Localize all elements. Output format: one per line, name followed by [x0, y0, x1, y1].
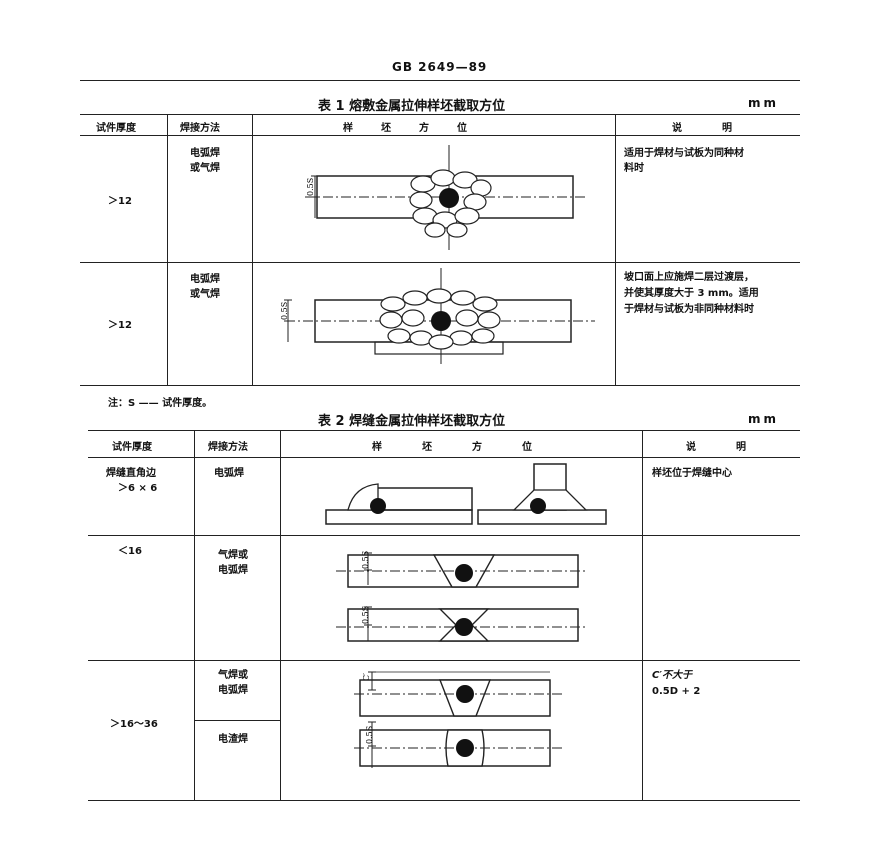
table2-row3-dim-label: 0.5S: [365, 726, 374, 744]
table2-row1-thickness-2: ＞6 × 6: [118, 483, 158, 494]
table2-row1-diagram: [325, 463, 607, 525]
table2-row1-rule: [88, 535, 800, 536]
table2-row2-method-2: 电弧焊: [218, 565, 248, 576]
table1-footnote: 注：S —— 试件厚度。: [108, 398, 213, 409]
table1-row2-method-1: 电弧焊: [190, 274, 220, 285]
table2-row3-note-1: C′不大于: [652, 670, 692, 681]
table1-row2-method-2: 或气焊: [190, 289, 220, 300]
table2-bottom-rule: [88, 800, 800, 801]
table2-row1-note: 样坯位于焊缝中心: [652, 468, 732, 479]
table2-row2-dim-label-a: 0.5S: [361, 551, 370, 569]
table2-row3-dim-c: C′: [362, 673, 371, 681]
table1-col-orientation: 样坯方位: [343, 123, 495, 134]
table2-row2-diagram: 0.5S 0.5S: [336, 551, 588, 642]
table1-row-rule: [80, 262, 800, 263]
table1-unit: mm: [748, 96, 780, 110]
table2-row1-method: 电弧焊: [214, 468, 244, 479]
table2-col-divider-3: [642, 430, 643, 800]
table1-row2-diagram: 0.5S: [280, 268, 595, 364]
table2-row3-diagram: C′ 0.5S: [354, 671, 562, 768]
table2-row2-rule: [88, 660, 800, 661]
table1-row2-note-1: 坡口面上应施焊二层过渡层，: [624, 272, 754, 283]
table1-row1-diagram: 0.5S: [305, 145, 585, 250]
table2-unit: mm: [748, 412, 780, 426]
table2-col-divider-1: [194, 430, 195, 800]
table2-row2-dim-label-b: 0.5S: [361, 606, 370, 624]
table1-row1-dim-label: 0.5S: [306, 178, 315, 196]
table2-row3-method-a-2: 电弧焊: [218, 685, 248, 696]
table1-col-divider-2: [252, 114, 253, 385]
table2-col-thickness: 试件厚度: [112, 442, 152, 453]
table1-col-divider-3: [615, 114, 616, 385]
table1-row2-note-2: 并使其厚度大于 3 mm。适用: [624, 288, 759, 299]
table1-top-rule: [80, 114, 800, 115]
table1-row1-note-1: 适用于焊材与试板为同种材: [624, 148, 744, 159]
table2-row3-note-2: 0.5D + 2: [652, 686, 701, 697]
table1-caption: 表 1 熔敷金属拉伸样坯截取方位: [318, 99, 506, 114]
table2-col-method: 焊接方法: [208, 442, 248, 453]
table2-row2-thickness: ＜16: [118, 546, 142, 557]
document-header: GB 2649—89: [392, 60, 488, 74]
table2-row2-method-1: 气焊或: [218, 550, 248, 561]
table2-row1-thickness-1: 焊缝直角边: [106, 468, 156, 479]
table1-row2-thickness: ＞12: [108, 320, 132, 331]
table1-row1-thickness: ＞12: [108, 196, 132, 207]
table2-top-rule: [88, 430, 800, 431]
table1-col-method: 焊接方法: [180, 123, 220, 134]
table1-bottom-rule: [80, 385, 800, 386]
table2-col-divider-2: [280, 430, 281, 800]
table1-row1-method-2: 或气焊: [190, 163, 220, 174]
table2-row3-method-b: 电渣焊: [218, 734, 248, 745]
table1-col-thickness: 试件厚度: [96, 123, 136, 134]
table2-caption: 表 2 焊缝金属拉伸样坯截取方位: [318, 414, 506, 429]
table1-row1-method-1: 电弧焊: [190, 148, 220, 159]
table1-row1-note-2: 料时: [624, 163, 644, 174]
table2-method-split-rule: [194, 720, 280, 721]
table1-col-divider-1: [167, 114, 168, 385]
table1-header-rule: [80, 135, 800, 136]
table2-row3-thickness: ＞16～36: [110, 719, 158, 730]
table2-col-note: 说明: [686, 442, 786, 453]
table1-row2-note-3: 于焊材与试板为非同种材料时: [624, 304, 754, 315]
table1-row2-dim-label: 0.5S: [280, 302, 289, 320]
table2-col-orientation: 样坯方位: [372, 442, 572, 453]
table2-row3-method-a-1: 气焊或: [218, 670, 248, 681]
header-rule: [80, 80, 800, 81]
table1-col-note: 说明: [672, 123, 772, 134]
table2-header-rule: [88, 457, 800, 458]
